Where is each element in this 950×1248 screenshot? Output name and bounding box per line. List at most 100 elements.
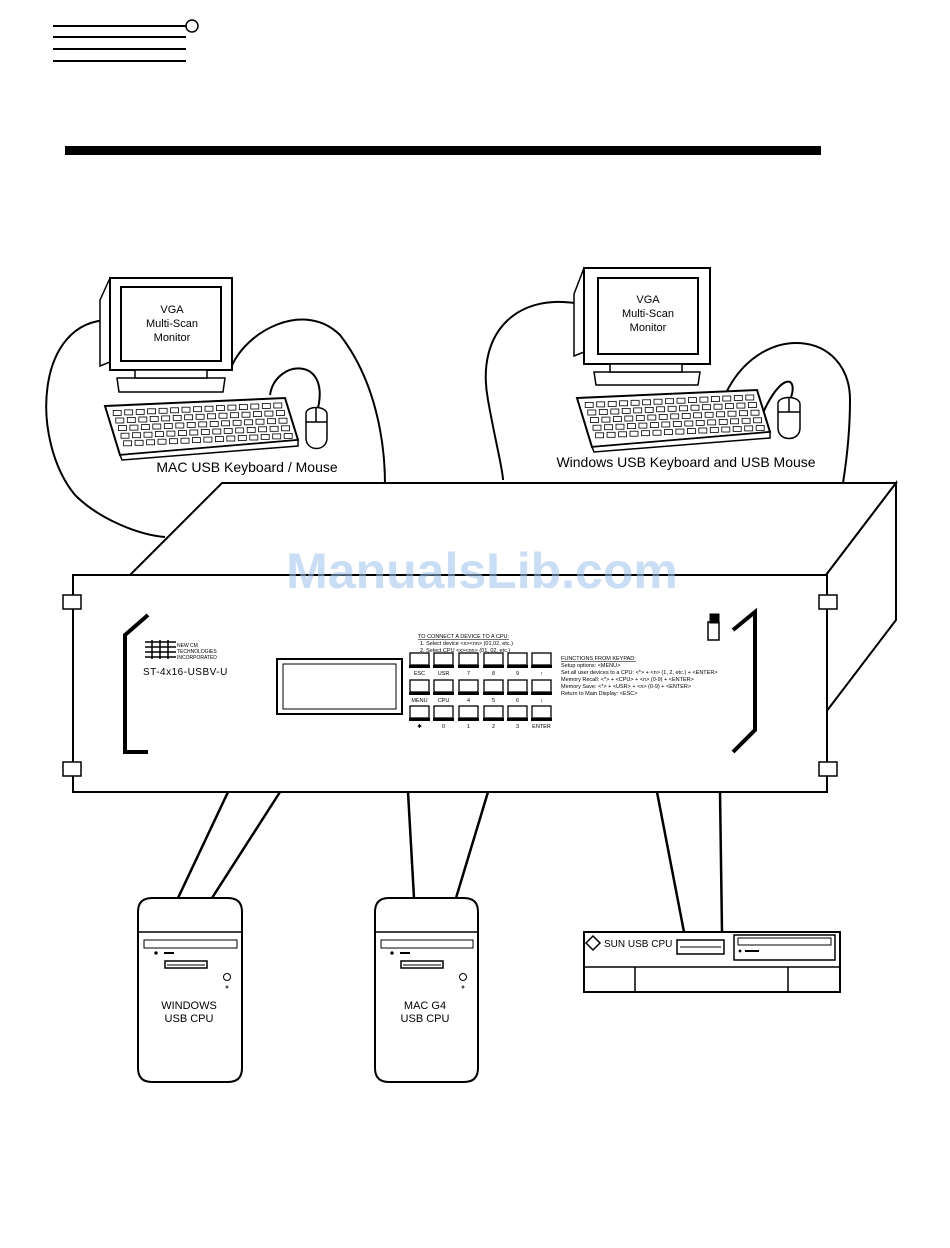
keyboard-key xyxy=(118,425,127,432)
keyboard-key xyxy=(169,438,178,445)
keyboard-key xyxy=(184,414,194,421)
keyboard-key xyxy=(665,398,674,405)
keyboard-key xyxy=(281,425,291,432)
keyboard-right xyxy=(575,388,772,453)
keyboard-key xyxy=(147,408,157,415)
keyboard-key xyxy=(736,402,746,409)
keypad-key[interactable] xyxy=(433,652,454,666)
keyboard-key xyxy=(676,397,686,404)
keyboard-key xyxy=(177,430,187,437)
keypad-key[interactable] xyxy=(507,705,528,719)
keyboard-key xyxy=(693,412,702,419)
keypad-key-base xyxy=(507,718,528,721)
keyboard-key xyxy=(246,426,256,433)
keyboard-key xyxy=(195,413,205,420)
keypad-key[interactable] xyxy=(409,652,430,666)
keyboard-left xyxy=(103,396,300,461)
keyboard-key xyxy=(170,407,180,414)
keyboard-key xyxy=(604,424,613,431)
keypad-key[interactable] xyxy=(531,705,552,719)
keyboard-key xyxy=(138,416,148,423)
keyboard-key xyxy=(658,413,668,420)
keyboard-key xyxy=(679,405,688,412)
function-item: Memory Save: <*> + <USR> + <n> (0-9) + <… xyxy=(561,684,691,690)
keyboard-key xyxy=(221,420,231,427)
keyboard-key xyxy=(722,395,732,402)
keyboard-key xyxy=(590,417,599,424)
keyboard-key xyxy=(115,417,125,424)
keypad-key-label: 0 xyxy=(442,724,445,730)
keyboard-key xyxy=(204,405,214,412)
keyboard-key xyxy=(725,403,734,410)
keyboard-key xyxy=(727,410,737,417)
keypad-key[interactable] xyxy=(507,652,528,666)
keyboard-key xyxy=(186,421,196,428)
keypad-key[interactable] xyxy=(531,679,552,693)
keyboard-key xyxy=(667,405,677,412)
keyboard-key xyxy=(154,431,164,438)
functions-list: Setup options: <MENU> Set all user devic… xyxy=(561,663,718,697)
keyboard-key xyxy=(283,432,293,439)
keyboard-key xyxy=(193,406,202,413)
keyboard-key xyxy=(690,404,700,411)
keypad-key-base xyxy=(483,718,504,721)
cpu-sun-label: SUN USB CPU xyxy=(604,939,672,950)
keypad-key[interactable] xyxy=(507,679,528,693)
keyboard-key xyxy=(203,436,213,443)
mouse-left xyxy=(305,406,328,450)
keyboard-key xyxy=(621,407,631,414)
keyboard-key xyxy=(633,407,643,414)
monitor-left-line1: VGA xyxy=(160,304,184,316)
keypad-key-base xyxy=(458,665,479,668)
keypad-key-label: 6 xyxy=(516,698,519,704)
keypad-key[interactable] xyxy=(483,679,504,693)
keyboard-key xyxy=(157,438,167,445)
keypad-key-base xyxy=(433,692,454,695)
cpu-mac-line2: USB CPU xyxy=(401,1013,450,1025)
keyboard-key xyxy=(653,398,663,405)
keyboard-key xyxy=(241,411,251,418)
keyboard-key xyxy=(656,406,665,413)
keypad-key[interactable] xyxy=(409,679,430,693)
header-logo xyxy=(53,19,199,62)
keyboard-key xyxy=(702,404,711,411)
keypad-key-label: 5 xyxy=(492,698,495,704)
watermark: ManualsLib.com xyxy=(286,543,678,599)
keypad-key-base xyxy=(433,718,454,721)
keyboard-key xyxy=(223,427,233,434)
keyboard-key xyxy=(732,425,742,432)
switch-brand-line1: NEW CM xyxy=(177,643,198,649)
keypad-key-label: 3 xyxy=(516,724,519,730)
keypad-key-label: ↑ xyxy=(540,671,543,677)
keyboard-key xyxy=(209,420,219,427)
keyboard-key xyxy=(635,415,645,421)
keypad-key[interactable] xyxy=(433,705,454,719)
keypad-key-base xyxy=(483,692,504,695)
keyboard-key xyxy=(163,423,173,429)
keyboard-key xyxy=(191,437,201,444)
keyboard-key xyxy=(226,435,236,442)
keyboard-key xyxy=(670,413,680,420)
monitor-left xyxy=(99,277,233,393)
keyboard-key xyxy=(264,410,274,417)
cpu-windows-line1: WINDOWS xyxy=(161,1000,217,1012)
keyboard-key xyxy=(607,400,617,407)
keypad-key[interactable] xyxy=(433,679,454,693)
keyboard-key xyxy=(595,432,604,439)
monitor-right-line2: Multi-Scan xyxy=(622,308,674,320)
keyboard-key xyxy=(181,406,191,413)
keypad-key[interactable] xyxy=(483,705,504,719)
bottom-cables xyxy=(176,791,724,933)
function-item: Set all user devices to a CPU: <*> + <n>… xyxy=(561,670,718,676)
keyboard-key xyxy=(627,423,636,430)
keypad-key[interactable] xyxy=(458,652,479,666)
keypad-key[interactable] xyxy=(531,652,552,666)
keypad-key[interactable] xyxy=(483,652,504,666)
keypad-key[interactable] xyxy=(458,679,479,693)
switch-model: ST-4x16-USBV-U xyxy=(143,667,228,678)
keyboard-key xyxy=(652,429,662,436)
keypad-key-label: 9 xyxy=(516,671,519,677)
keypad-key[interactable] xyxy=(409,705,430,719)
keypad-key[interactable] xyxy=(458,705,479,719)
